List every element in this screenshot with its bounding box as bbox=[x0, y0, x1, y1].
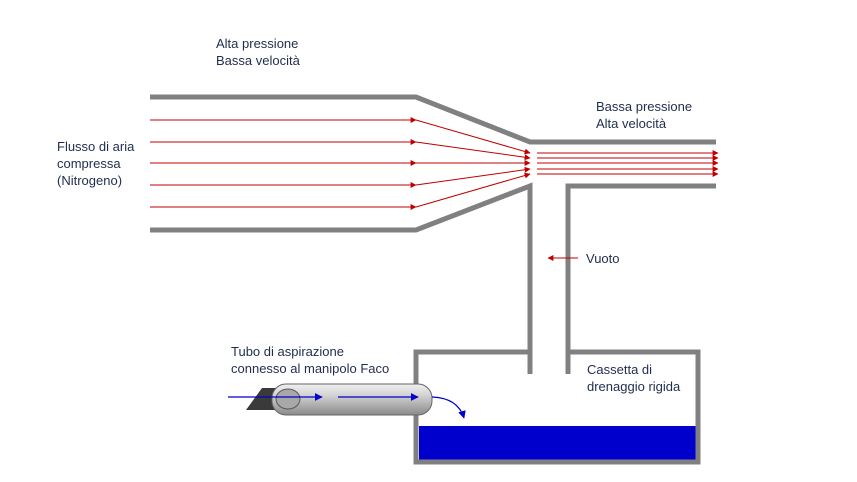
airflow-converge-arrow bbox=[415, 172, 531, 208]
venturi-pipe bbox=[150, 94, 716, 374]
drain-fluid bbox=[419, 426, 696, 460]
high-pressure-label: Alta pressione Bassa velocità bbox=[216, 36, 300, 68]
pipe-lower-wall bbox=[150, 182, 533, 374]
drain-flow-arrow bbox=[431, 396, 466, 419]
cassette-wall-left bbox=[413, 349, 701, 465]
drain-cassette bbox=[413, 349, 701, 465]
low-pressure-label: Bassa pressione Alta velocità bbox=[596, 99, 693, 131]
handpiece-body bbox=[271, 383, 433, 416]
suction-tube-label: Tubo di aspirazione connesso al manipolo… bbox=[231, 344, 390, 376]
suction-tube bbox=[228, 383, 466, 419]
airflow-converge-arrow bbox=[415, 166, 531, 186]
pipe-outlet-lower-wall bbox=[565, 183, 716, 374]
drain-cassette-label: Cassetta di drenaggio rigida bbox=[587, 362, 681, 394]
airflow-converge-arrow bbox=[415, 119, 531, 155]
airflow-arrows bbox=[150, 117, 719, 261]
airflow-converge-arrow bbox=[415, 141, 531, 161]
pipe-upper-wall bbox=[150, 94, 716, 145]
air-flow-label: Flusso di aria compressa (Nitrogeno) bbox=[57, 139, 135, 188]
handpiece-port bbox=[275, 388, 301, 410]
vacuum-label: Vuoto bbox=[586, 251, 620, 266]
